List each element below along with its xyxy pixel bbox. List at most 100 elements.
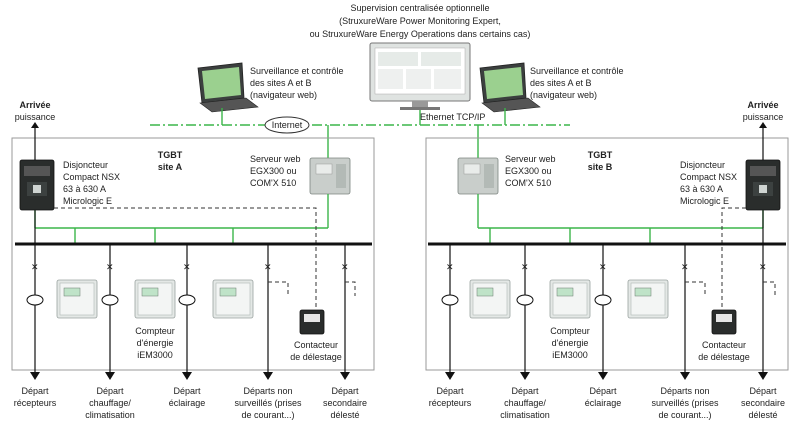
site-b-depart-1-line1: Départ bbox=[436, 386, 464, 396]
laptop-left-line1: Surveillance et contrôle bbox=[250, 66, 344, 76]
site-a-depart-1-line1: Départ bbox=[21, 386, 49, 396]
laptop-left-label: Surveillance et contrôle des sites A et … bbox=[250, 66, 344, 100]
svg-text:✕: ✕ bbox=[31, 262, 39, 272]
svg-text:✕: ✕ bbox=[681, 262, 689, 272]
site-a-server-label: Serveur web EGX300 ou COM'X 510 bbox=[250, 154, 301, 188]
internet-label: Internet bbox=[272, 120, 303, 130]
site-b-tgbt-line1: TGBT bbox=[588, 150, 613, 160]
site-a-depart-2-line1: Départ bbox=[96, 386, 124, 396]
site-a-breaker-icon bbox=[19, 159, 55, 211]
supervision-header: Supervision centralisée optionnelle (Str… bbox=[310, 3, 531, 39]
site-a-arrivee-line1: Arrivée bbox=[19, 100, 50, 110]
site-b-meter-line3: iEM3000 bbox=[552, 350, 588, 360]
site-b-server-icon bbox=[457, 157, 499, 195]
site-a-meter-line3: iEM3000 bbox=[137, 350, 173, 360]
site-a-tgbt-line2: site A bbox=[158, 162, 183, 172]
site-a-depart-4-line1: Départs non bbox=[243, 386, 292, 396]
site-a-meter-line2: d'énergie bbox=[137, 338, 174, 348]
site-b-depart-4-line1: Départs non bbox=[660, 386, 709, 396]
site-a-breaker-line1: Disjoncteur bbox=[63, 160, 108, 170]
laptop-left-line3: (navigateur web) bbox=[250, 90, 317, 100]
site-b-depart-2-line2: chauffage/ bbox=[504, 398, 546, 408]
site-a-depart-2-line2: chauffage/ bbox=[89, 398, 131, 408]
site-a-depart-4-line3: de courant...) bbox=[241, 410, 294, 420]
site-a-tgbt-label: TGBT site A bbox=[158, 150, 183, 172]
site-a-server-line2: EGX300 ou bbox=[250, 166, 297, 176]
internet-cloud: Internet bbox=[264, 116, 310, 134]
svg-text:✕: ✕ bbox=[106, 262, 114, 272]
site-b-depart-5-line1: Départ bbox=[749, 386, 777, 396]
site-a-meter-1-icon bbox=[56, 279, 98, 319]
site-b-breaker-label: Disjoncteur Compact NSX 63 à 630 A Micro… bbox=[680, 160, 737, 206]
site-a-depart-1-line2: récepteurs bbox=[14, 398, 57, 408]
site-b-contactor-icon bbox=[711, 309, 737, 335]
site-a-depart-3-line1: Départ bbox=[173, 386, 201, 396]
site-b-depart-5-line2: secondaire bbox=[741, 398, 785, 408]
site-b-meter-label: Compteur d'énergie iEM3000 bbox=[550, 326, 590, 360]
site-b-depart-3-line1: Départ bbox=[589, 386, 617, 396]
site-a-frame bbox=[11, 137, 375, 371]
supervision-line3: ou StruxureWare Energy Operations dans c… bbox=[310, 29, 531, 39]
site-b-meter-line2: d'énergie bbox=[552, 338, 589, 348]
laptop-left-line2: des sites A et B bbox=[250, 78, 312, 88]
site-a-breaker-label: Disjoncteur Compact NSX 63 à 630 A Micro… bbox=[63, 160, 120, 206]
site-b-meter-line1: Compteur bbox=[550, 326, 590, 336]
site-b-depart-5-line3: délesté bbox=[748, 410, 777, 420]
site-a-tgbt-line1: TGBT bbox=[158, 150, 183, 160]
site-b-breaker-line2: Compact NSX bbox=[680, 172, 737, 182]
supervision-line1: Supervision centralisée optionnelle bbox=[350, 3, 489, 13]
site-a-contactor-label: Contacteur de délestage bbox=[290, 340, 342, 362]
site-a-depart-3-line2: éclairage bbox=[169, 398, 206, 408]
site-a-depart-5-line2: secondaire bbox=[323, 398, 367, 408]
laptop-left-icon bbox=[197, 62, 259, 113]
svg-text:✕: ✕ bbox=[599, 262, 607, 272]
site-b-depart-labels: Départ récepteurs Départ chauffage/ clim… bbox=[429, 386, 785, 420]
laptop-right-label: Surveillance et contrôle des sites A et … bbox=[530, 66, 624, 100]
site-b-server-line2: EGX300 ou bbox=[505, 166, 552, 176]
site-b-arrivee-line1: Arrivée bbox=[747, 100, 778, 110]
laptop-right-icon bbox=[479, 62, 541, 113]
svg-text:✕: ✕ bbox=[264, 262, 272, 272]
site-b-depart-2-line3: climatisation bbox=[500, 410, 550, 420]
site-b-breaker-line1: Disjoncteur bbox=[680, 160, 725, 170]
site-a: Arrivée puissance Disjoncteur Compact NS… bbox=[11, 100, 375, 420]
site-b-contactor-line1: Contacteur bbox=[702, 340, 746, 350]
site-b-contactor-line2: de délestage bbox=[698, 352, 750, 362]
laptop-right-line2: des sites A et B bbox=[530, 78, 592, 88]
site-b-breaker-line3: 63 à 630 A bbox=[680, 184, 723, 194]
site-a-meter-line1: Compteur bbox=[135, 326, 175, 336]
site-a-depart-5-line1: Départ bbox=[331, 386, 359, 396]
site-b-depart-1-line2: récepteurs bbox=[429, 398, 472, 408]
supervision-monitor-icon bbox=[369, 42, 471, 110]
site-a-meter-label: Compteur d'énergie iEM3000 bbox=[135, 326, 175, 360]
site-b: Arrivée puissance Disjoncteur Compact NS… bbox=[425, 100, 789, 420]
svg-text:✕: ✕ bbox=[183, 262, 191, 272]
site-a-arrivee-line2: puissance bbox=[15, 112, 56, 122]
site-a-breaker-line2: Compact NSX bbox=[63, 172, 120, 182]
site-b-arrivee-line2: puissance bbox=[743, 112, 784, 122]
site-a-breaker-line4: Micrologic E bbox=[63, 196, 112, 206]
site-a-contactor-line2: de délestage bbox=[290, 352, 342, 362]
site-a-server-icon bbox=[309, 157, 351, 195]
site-b-depart-3-line2: éclairage bbox=[585, 398, 622, 408]
site-b-contactor-label: Contacteur de délestage bbox=[698, 340, 750, 362]
site-b-meter-2-icon bbox=[549, 279, 591, 319]
svg-text:✕: ✕ bbox=[341, 262, 349, 272]
site-b-server-line1: Serveur web bbox=[505, 154, 556, 164]
site-a-meter-2-icon bbox=[134, 279, 176, 319]
site-a-server-line3: COM'X 510 bbox=[250, 178, 296, 188]
laptop-right-line3: (navigateur web) bbox=[530, 90, 597, 100]
laptop-right-line1: Surveillance et contrôle bbox=[530, 66, 624, 76]
site-a-depart-4-line2: surveillés (prises bbox=[234, 398, 302, 408]
site-b-meter-3-icon bbox=[627, 279, 669, 319]
svg-text:✕: ✕ bbox=[521, 262, 529, 272]
site-b-server-line3: COM'X 510 bbox=[505, 178, 551, 188]
site-a-depart-2-line3: climatisation bbox=[85, 410, 135, 420]
site-b-depart-4-line3: de courant...) bbox=[658, 410, 711, 420]
site-a-feeders: ✕ ✕ ✕ ✕ ✕ bbox=[26, 244, 356, 380]
site-a-breaker-line3: 63 à 630 A bbox=[63, 184, 106, 194]
site-b-tgbt-label: TGBT site B bbox=[588, 150, 613, 172]
site-b-frame bbox=[425, 137, 789, 371]
